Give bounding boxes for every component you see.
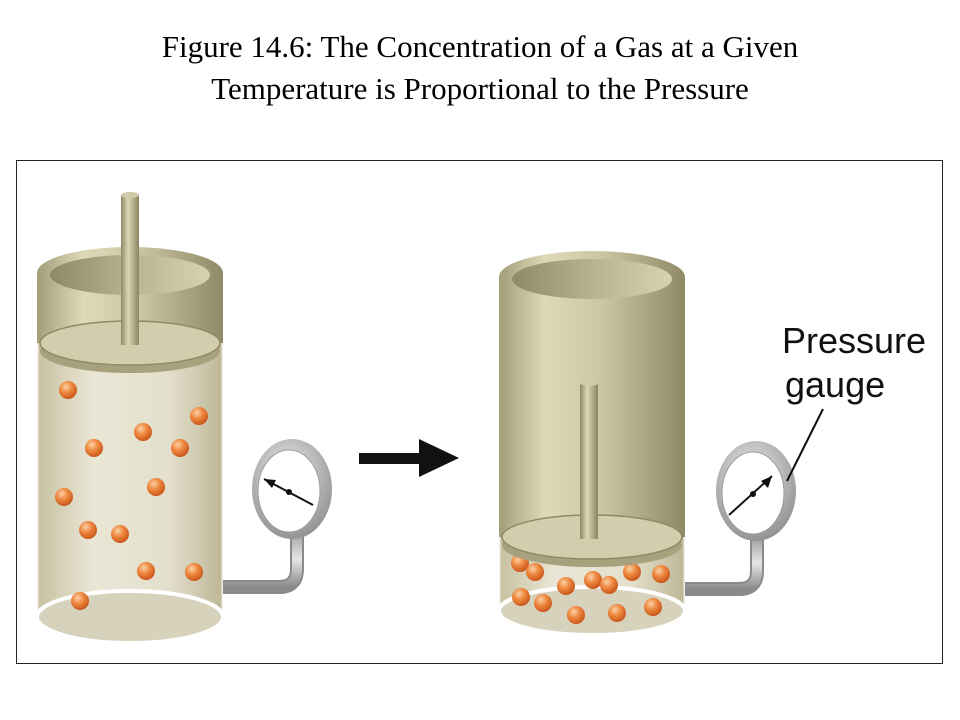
gas-particle	[512, 588, 530, 606]
figure-title: Figure 14.6: The Concentration of a Gas …	[0, 26, 960, 110]
gas-particle	[534, 594, 552, 612]
gas-particle	[584, 571, 602, 589]
pressure-gauge-label: Pressure gauge	[782, 320, 926, 482]
right-rod-top	[580, 380, 598, 386]
title-line-2: Temperature is Proportional to the Press…	[211, 71, 749, 106]
left-gauge-pipe	[223, 531, 302, 592]
gas-particle	[79, 521, 97, 539]
gas-particle	[652, 565, 670, 583]
gas-particle	[644, 598, 662, 616]
gas-particle	[134, 423, 152, 441]
gas-particle	[85, 439, 103, 457]
right-pressure-gauge	[685, 441, 796, 596]
right-cylinder-opening	[512, 259, 672, 299]
gas-particle	[600, 576, 618, 594]
title-line-1: Figure 14.6: The Concentration of a Gas …	[161, 29, 799, 64]
gas-particle	[526, 563, 544, 581]
left-cylinder-bottom	[35, 589, 225, 645]
gas-particle	[111, 525, 129, 543]
right-gauge-pipe	[685, 537, 762, 594]
gas-particle	[185, 563, 203, 581]
diagram-svg: Pressure gauge	[35, 192, 926, 645]
gas-particle	[71, 592, 89, 610]
gas-particle	[623, 563, 641, 581]
label-pressure: Pressure	[782, 320, 926, 361]
right-cylinder	[497, 251, 687, 637]
gas-particle	[147, 478, 165, 496]
left-pressure-gauge	[223, 439, 332, 594]
left-rod-top	[121, 192, 139, 198]
gas-particle	[190, 407, 208, 425]
gas-particle	[557, 577, 575, 595]
left-cylinder	[35, 192, 225, 645]
label-pointer-line	[786, 408, 824, 482]
gas-particle	[608, 604, 626, 622]
gas-particle	[171, 439, 189, 457]
left-piston-rod	[121, 195, 139, 345]
right-gas-particles	[511, 554, 670, 624]
right-arrow-icon	[359, 439, 459, 477]
gas-particle	[137, 562, 155, 580]
gas-particle	[567, 606, 585, 624]
label-gauge: gauge	[785, 364, 885, 405]
gas-particle	[59, 381, 77, 399]
right-piston-rod	[580, 383, 598, 539]
diagram-frame: Pressure gauge	[16, 160, 943, 664]
left-gas-particles	[55, 381, 208, 610]
gas-particle	[55, 488, 73, 506]
